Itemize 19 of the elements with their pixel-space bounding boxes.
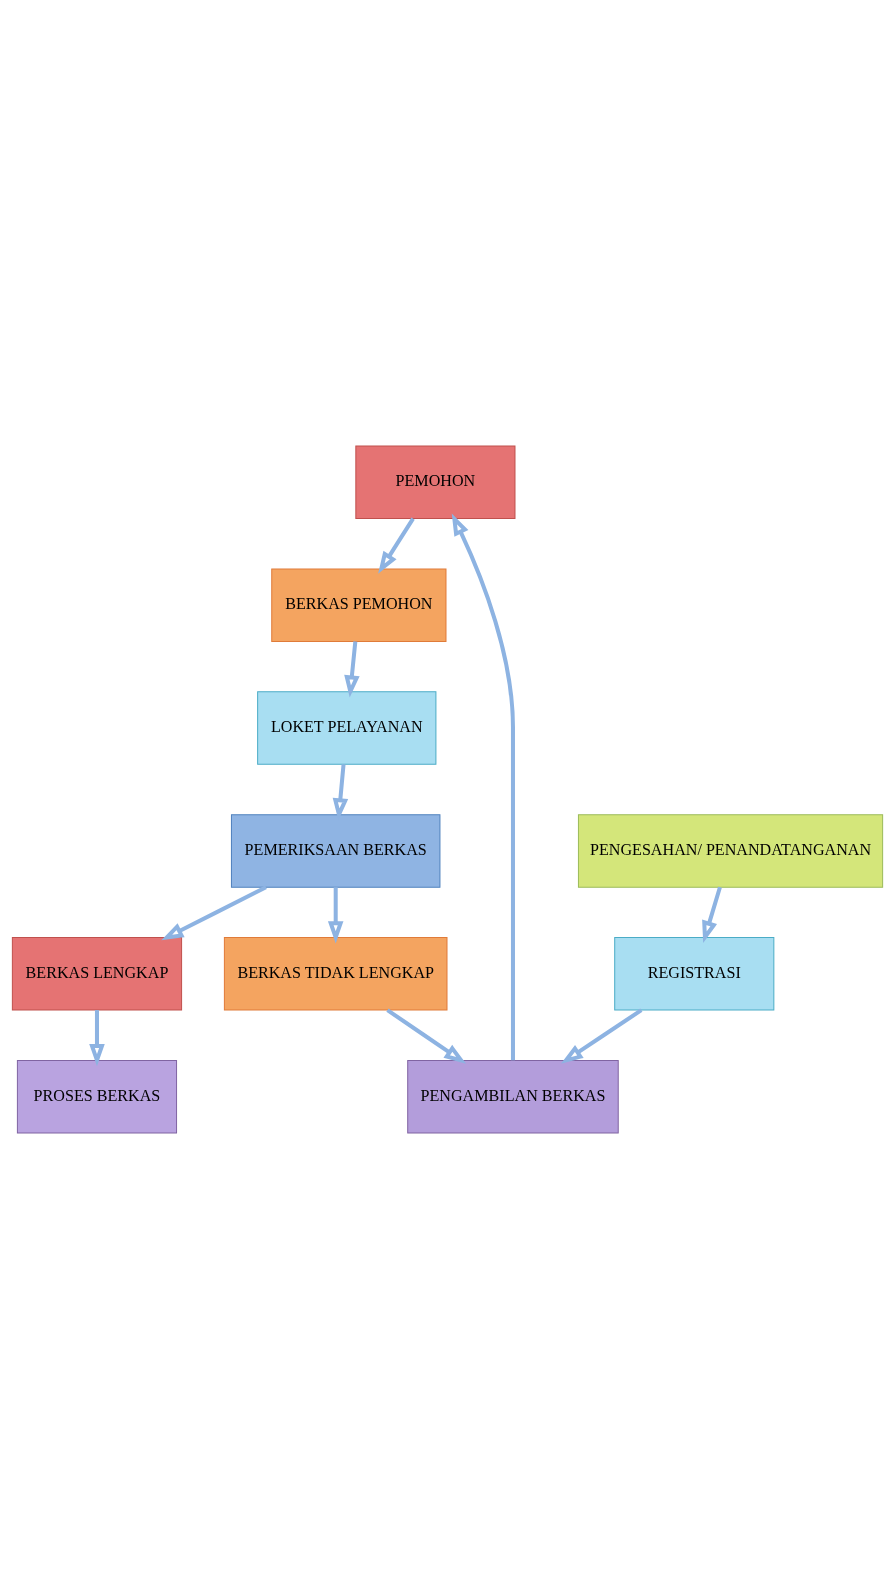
arrow [378, 517, 415, 574]
node-box: PENGESAHAN/ PENANDATANGANAN [577, 813, 884, 888]
node-box: BERKAS TIDAK LENGKAP [223, 936, 448, 1011]
node-box: PEMOHON [355, 445, 516, 519]
arrow [451, 512, 515, 1060]
arrow [560, 1007, 643, 1064]
arrow [702, 886, 722, 943]
node-box: REGISTRASI [614, 936, 775, 1011]
arrow [344, 640, 360, 698]
node-box: BERKAS LENGKAP [11, 936, 183, 1011]
arrow [386, 1007, 467, 1064]
arrow [327, 886, 344, 943]
node-box: PENGAMBILAN BERKAS [407, 1059, 619, 1133]
node-box: LOKET PELAYANAN [257, 690, 437, 765]
arrow [89, 1009, 105, 1066]
node-box: PROSES BERKAS [16, 1059, 178, 1133]
node-box: PEMERIKSAAN BERKAS [230, 813, 441, 888]
node-box: BERKAS PEMOHON [271, 567, 447, 642]
arrow [161, 884, 267, 940]
